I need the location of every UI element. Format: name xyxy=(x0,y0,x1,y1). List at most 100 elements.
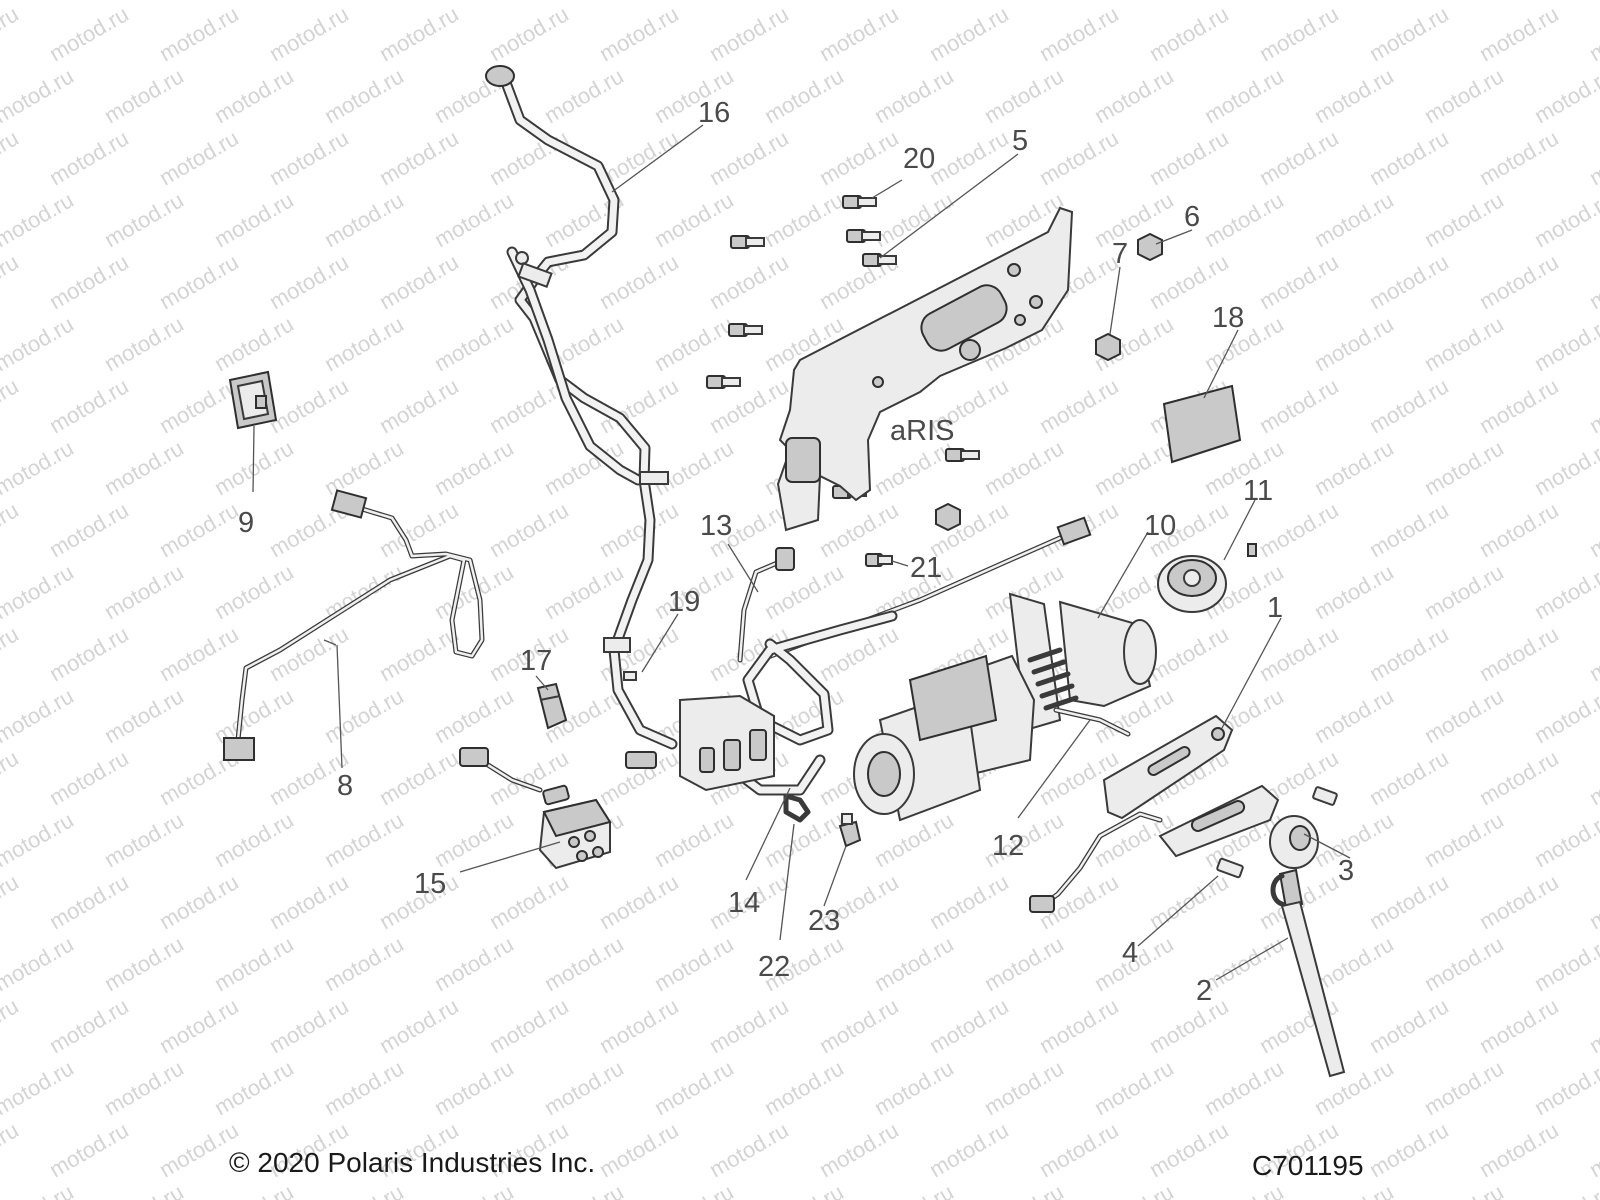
watermark-text: motod.ru xyxy=(45,1117,133,1182)
watermark-text: motod.ru xyxy=(1365,993,1453,1058)
watermark-text: motod.ru xyxy=(320,63,408,128)
drum-coils-icon xyxy=(1027,647,1079,711)
watermark-text: motod.ru xyxy=(265,1,353,66)
watermark-text: motod.ru xyxy=(320,683,408,748)
callout-2: 2 xyxy=(1196,975,1212,1007)
bracket-icon xyxy=(542,784,570,806)
watermark-text: motod.ru xyxy=(0,807,78,872)
watermark-text: motod.ru xyxy=(980,1179,1068,1200)
watermark-text: motod.ru xyxy=(1475,1,1563,66)
watermark-text: motod.ru xyxy=(1475,621,1563,686)
watermark-text: motod.ru xyxy=(1585,249,1600,314)
watermark-text: motod.ru xyxy=(155,1,243,66)
watermark-text: motod.ru xyxy=(210,311,298,376)
watermark-text: motod.ru xyxy=(595,869,683,934)
watermark-text: motod.ru xyxy=(1200,1179,1288,1200)
watermark-text: motod.ru xyxy=(1585,993,1600,1058)
watermark-text: motod.ru xyxy=(1475,497,1563,562)
watermark-text: motod.ru xyxy=(100,683,188,748)
watermark-text: motod.ru xyxy=(1035,125,1123,190)
connector-icon xyxy=(459,747,489,767)
watermark-text: motod.ru xyxy=(870,1055,958,1120)
watermark-text: motod.ru xyxy=(1530,187,1600,252)
watermark-text: motod.ru xyxy=(100,435,188,500)
watermark-text: motod.ru xyxy=(100,931,188,996)
watermark-text: motod.ru xyxy=(375,621,463,686)
watermark-text: motod.ru xyxy=(485,993,573,1058)
fairlead-bolt xyxy=(1216,786,1338,879)
watermark-text: motod.ru xyxy=(870,931,958,996)
watermark-text: motod.ru xyxy=(0,993,23,1058)
watermark-text: motod.ru xyxy=(1475,373,1563,438)
cable-boot-icon xyxy=(485,65,515,87)
watermark-text: motod.ru xyxy=(210,0,298,4)
watermark-text: motod.ru xyxy=(1310,435,1398,500)
watermark-text: motod.ru xyxy=(1365,621,1453,686)
winch-assembly xyxy=(853,592,1157,822)
callout-6: 6 xyxy=(1184,201,1200,233)
watermark-text: motod.ru xyxy=(760,0,848,4)
winch-cable xyxy=(1053,707,1131,737)
watermark-text: motod.ru xyxy=(430,435,518,500)
watermark-text: motod.ru xyxy=(760,559,848,624)
watermark-text: motod.ru xyxy=(265,249,353,314)
watermark-text: motod.ru xyxy=(1145,125,1233,190)
watermark-text: motod.ru xyxy=(1475,869,1563,934)
watermark-text: motod.ru xyxy=(760,63,848,128)
watermark-text: motod.ru xyxy=(980,0,1068,4)
callout-13: 13 xyxy=(700,510,732,542)
watermark-text: motod.ru xyxy=(870,1179,958,1200)
wire-harness xyxy=(223,489,485,761)
watermark-text: motod.ru xyxy=(815,125,903,190)
watermark-text: motod.ru xyxy=(210,187,298,252)
watermark-text: motod.ru xyxy=(1420,807,1508,872)
watermark-text: motod.ru xyxy=(1365,1,1453,66)
watermark-text: motod.ru xyxy=(45,249,133,314)
watermark-text: motod.ru xyxy=(1420,559,1508,624)
watermark-text: motod.ru xyxy=(320,931,408,996)
watermark-text: motod.ru xyxy=(485,1,573,66)
watermark-text: motod.ru xyxy=(210,1179,298,1200)
watermark-text: motod.ru xyxy=(1090,0,1178,4)
watermark-text: motod.ru xyxy=(485,125,573,190)
callout-3: 3 xyxy=(1338,855,1354,887)
watermark-text: motod.ru xyxy=(375,1,463,66)
watermark-text: motod.ru xyxy=(45,993,133,1058)
watermark-text: motod.ru xyxy=(1475,125,1563,190)
watermark-text: motod.ru xyxy=(0,1,23,66)
watermark-text: motod.ru xyxy=(320,807,408,872)
watermark-text: motod.ru xyxy=(155,249,243,314)
watermark-text: motod.ru xyxy=(1255,621,1343,686)
watermark-text: motod.ru xyxy=(980,1055,1068,1120)
watermark-text: motod.ru xyxy=(1255,497,1343,562)
watermark-text: motod.ru xyxy=(45,621,133,686)
watermark-text: motod.ru xyxy=(1310,931,1398,996)
callout-12: 12 xyxy=(992,830,1024,862)
callout-19: 19 xyxy=(668,586,700,618)
watermark-text: motod.ru xyxy=(100,807,188,872)
callout-14: 14 xyxy=(728,887,760,919)
watermark-text: motod.ru xyxy=(265,993,353,1058)
watermark-text: motod.ru xyxy=(1530,931,1600,996)
watermark-text: motod.ru xyxy=(155,497,243,562)
watermark-text: motod.ru xyxy=(0,1179,78,1200)
watermark-text: motod.ru xyxy=(650,1179,738,1200)
watermark-text: motod.ru xyxy=(0,311,78,376)
watermark-text: motod.ru xyxy=(1310,1055,1398,1120)
watermark-text: motod.ru xyxy=(870,0,958,4)
watermark-text: motod.ru xyxy=(430,1055,518,1120)
watermark-text: motod.ru xyxy=(1145,1117,1233,1182)
flange-nut xyxy=(1137,232,1163,262)
push-rivet xyxy=(623,671,637,681)
watermark-text: motod.ru xyxy=(980,931,1068,996)
watermark-text: motod.ru xyxy=(815,1117,903,1182)
callout-23: 23 xyxy=(808,905,840,937)
callout-8: 8 xyxy=(337,770,353,802)
watermark-text: motod.ru xyxy=(100,559,188,624)
watermark-text: motod.ru xyxy=(1145,1,1233,66)
watermark-text: motod.ru xyxy=(45,497,133,562)
callout-18: 18 xyxy=(1212,302,1244,334)
solenoid-block xyxy=(679,694,775,792)
watermark-text: motod.ru xyxy=(210,807,298,872)
